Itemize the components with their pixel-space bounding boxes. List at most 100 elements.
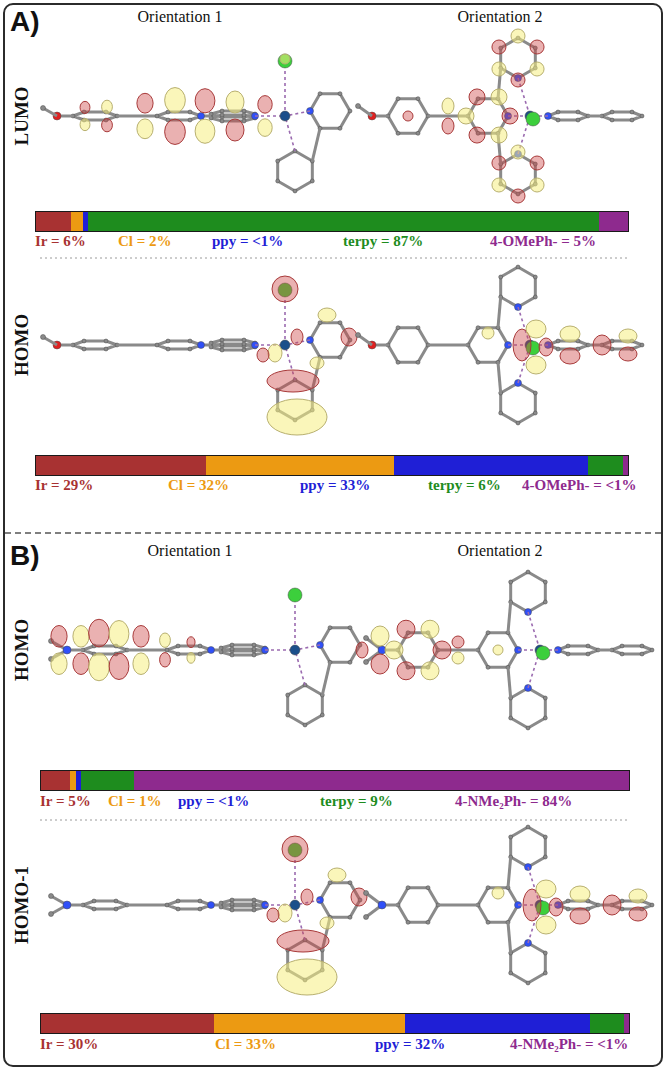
- ring-bond: [511, 943, 546, 983]
- atom: [620, 652, 624, 656]
- bond: [508, 667, 511, 698]
- atom: [198, 899, 202, 903]
- atom: [364, 891, 369, 896]
- bond: [322, 662, 330, 695]
- percentage-label: terpy = 87%: [343, 233, 423, 250]
- bar-segment: [41, 771, 70, 790]
- percentage-label: ppy = 32%: [375, 1036, 445, 1053]
- atom: [252, 643, 256, 647]
- orbital-lobe: [530, 40, 544, 54]
- orbital-lobe: [560, 348, 580, 364]
- atom: [543, 855, 547, 859]
- atom: [406, 886, 410, 890]
- atom: [82, 347, 86, 351]
- ring-bond: [511, 827, 546, 867]
- atom: [220, 113, 224, 117]
- orbital-lobe: [267, 370, 319, 392]
- orbital-lobe: [137, 119, 153, 139]
- atom: [364, 636, 369, 641]
- atom: [208, 902, 215, 909]
- orbital-lobe: [51, 626, 67, 648]
- atom: [230, 653, 234, 657]
- molecule-model: [49, 588, 363, 727]
- ring-bond: [221, 649, 265, 655]
- orbital-lobe: [536, 916, 556, 934]
- orbital-lobe: [73, 653, 89, 675]
- atom: [526, 825, 530, 829]
- orbital-lobe: [102, 100, 113, 113]
- coordination-bond: [285, 116, 295, 151]
- percentage-label: 4-OMePh- = <1%: [522, 477, 637, 494]
- coordination-bond: [295, 650, 305, 685]
- orbital-lobe: [629, 907, 647, 921]
- orbital-lobe: [160, 633, 171, 647]
- atom: [406, 920, 410, 924]
- atom: [543, 580, 547, 584]
- bond: [117, 115, 157, 118]
- bar-segment: [88, 212, 599, 231]
- atom: [293, 189, 297, 193]
- orbital-lobe: [530, 156, 544, 170]
- orbital-name: HOMO-1: [11, 866, 33, 944]
- atom: [208, 647, 215, 654]
- orbital-lobe: [502, 108, 518, 124]
- orbital-lobe: [458, 108, 474, 124]
- orbital-lobe: [442, 118, 454, 134]
- atom: [543, 716, 547, 720]
- panel-divider: [5, 532, 661, 534]
- atom: [230, 898, 234, 902]
- percentage-label: Ir = 5%: [40, 793, 91, 810]
- orbital-lobe: [482, 327, 494, 339]
- atom: [486, 665, 490, 669]
- atom: [320, 713, 324, 717]
- orbital-lobe: [452, 636, 464, 648]
- atom: [499, 275, 503, 279]
- atom: [556, 339, 560, 343]
- orbital-lobe: [102, 119, 113, 132]
- atom: [242, 338, 246, 342]
- atom: [166, 339, 170, 343]
- atom: [242, 113, 246, 117]
- orbital-lobe: [403, 111, 413, 121]
- view-label: Orientation 2: [458, 8, 543, 26]
- orbital-lobe: [421, 620, 439, 638]
- percentage-label: Cl = 2%: [118, 233, 172, 250]
- orbital-lobe: [73, 626, 89, 648]
- atom: [533, 391, 537, 395]
- orbital-lobe: [539, 338, 553, 356]
- atom: [396, 326, 400, 330]
- bond: [508, 922, 511, 953]
- atom: [328, 881, 332, 885]
- figure-frame: A)B)Orientation 1Orientation 2LUMOHOMOOr…: [3, 3, 663, 1067]
- percentage-label: Cl = 32%: [168, 477, 229, 494]
- orbital-lobe: [491, 89, 507, 105]
- atom: [155, 343, 159, 347]
- orbital-lobe: [492, 62, 506, 76]
- atom: [356, 333, 361, 338]
- atom: [104, 339, 108, 343]
- atom: [610, 118, 614, 122]
- orbital-lobe: [137, 93, 153, 113]
- atom: [82, 339, 86, 343]
- atom: [348, 660, 352, 664]
- bar-segment: [394, 456, 588, 475]
- orbital-lobe: [619, 329, 637, 343]
- orbital-lobe: [530, 178, 544, 192]
- orbital-lobe: [511, 189, 525, 203]
- molecule-model: [41, 276, 358, 435]
- ring-bond: [320, 628, 360, 663]
- bar-segment: [588, 456, 623, 475]
- orbital-lobe: [421, 662, 439, 680]
- molecule-model: [364, 825, 655, 985]
- atom: [63, 901, 71, 909]
- percentage-label: ppy = <1%: [178, 793, 249, 810]
- orbital-lobe: [195, 119, 215, 143]
- composition-bar: [35, 455, 629, 476]
- bar-segment: [71, 212, 83, 231]
- orbital-lobe: [371, 654, 389, 674]
- ring-bond: [398, 888, 438, 923]
- percentage-label: Ir = 30%: [40, 1036, 98, 1053]
- atom: [220, 348, 224, 352]
- orbital-lobe: [452, 652, 464, 664]
- atom: [63, 646, 71, 654]
